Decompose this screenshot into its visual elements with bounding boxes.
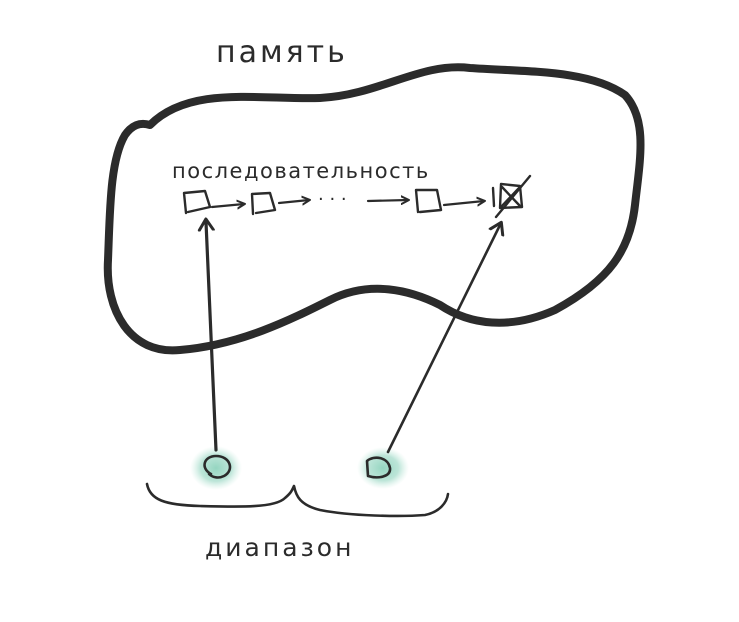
memory-label: память <box>216 35 348 70</box>
begin-highlight <box>190 446 242 490</box>
crossed-box-icon <box>491 174 532 219</box>
begin-pointer-arrow <box>206 222 218 452</box>
range-brace <box>145 482 450 518</box>
memory-region <box>103 63 645 355</box>
sequence-cell-first <box>182 189 212 215</box>
circle-handle-icon <box>203 454 232 479</box>
sequence-links <box>210 200 484 207</box>
circle-handle-icon <box>365 456 392 479</box>
sequence-cell-second <box>250 191 277 216</box>
sequence-cells <box>182 174 532 219</box>
sequence-label: последовательность <box>172 159 430 183</box>
end-pointer-arrow <box>386 225 500 454</box>
link-arrow-2 <box>277 200 309 203</box>
link-arrow-3 <box>366 200 408 201</box>
link-arrow-4 <box>442 201 484 205</box>
range-label: диапазон <box>205 533 354 562</box>
end-highlight <box>357 447 409 489</box>
ellipsis: · · · <box>318 189 347 210</box>
link-arrow-1 <box>210 204 244 207</box>
sequence-cell-third <box>414 188 443 214</box>
